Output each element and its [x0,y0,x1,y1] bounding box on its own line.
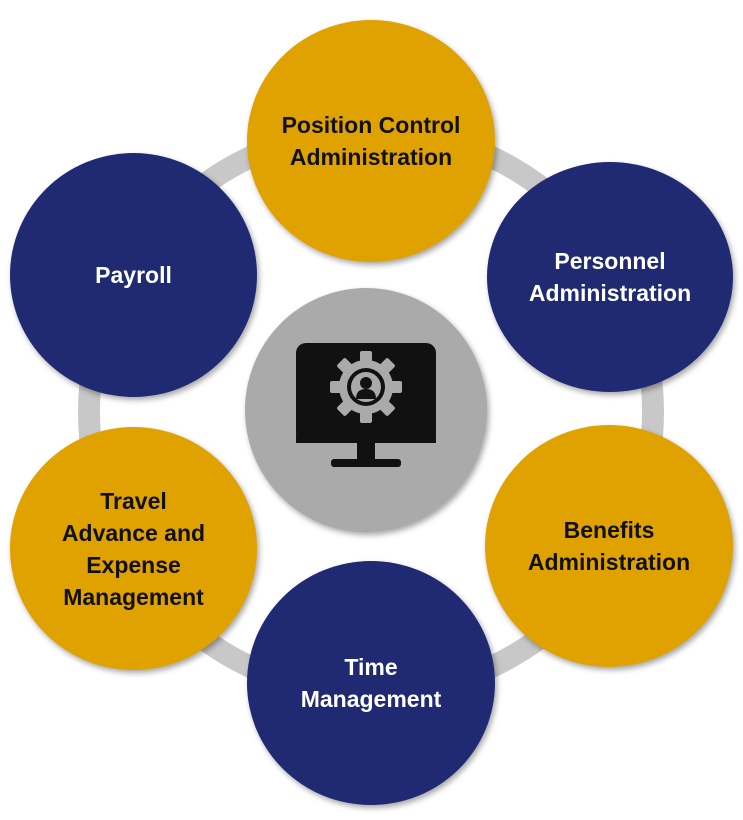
node-label-travel: Travel Advance and Expense Management [61,487,206,610]
node-label-payroll: Payroll [95,262,172,288]
node-travel-advance-expense-management: Travel Advance and Expense Management [10,427,257,670]
node-position-control-administration: Position Control Administration [247,20,495,262]
node-benefits-administration: Benefits Administration [485,425,733,667]
node-time-management: Time Management [247,561,495,805]
monitor-user-gear-icon [296,343,436,467]
node-label-benefits: Benefits Administration [527,517,691,575]
center-hub [245,288,487,532]
node-personnel-administration: Personnel Administration [487,162,733,392]
node-label-personnel: Personnel Administration [528,248,692,306]
node-label-time: Time Management [300,654,442,712]
node-payroll: Payroll [10,153,257,397]
node-label-position-control: Position Control Administration [281,112,461,170]
